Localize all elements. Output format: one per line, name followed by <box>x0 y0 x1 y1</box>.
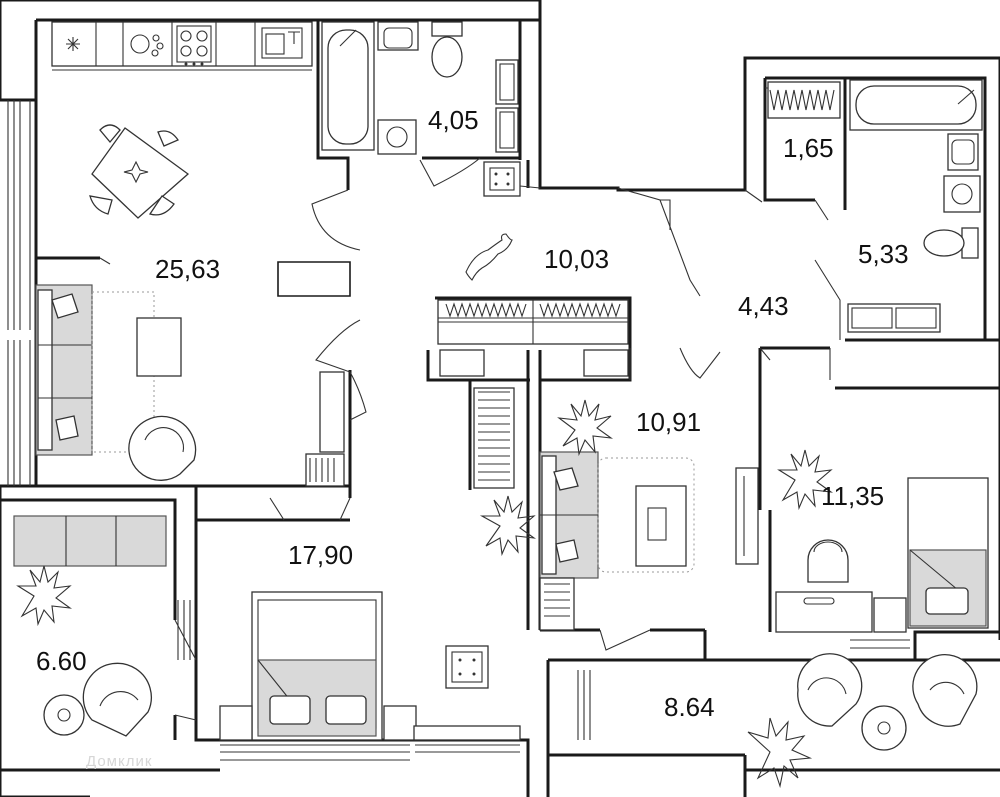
toilet-icon <box>431 21 463 78</box>
desk-middle <box>635 485 687 567</box>
bath-cabinet-right <box>847 303 941 333</box>
dresser-main <box>413 725 521 741</box>
shelf-middle <box>735 467 759 565</box>
bed-middle <box>539 451 599 579</box>
rug-middle <box>597 457 695 573</box>
ventilation-main-icon <box>445 645 489 689</box>
sofa <box>35 284 93 456</box>
wardrobe-vertical <box>473 387 515 489</box>
washing-machine-icon <box>130 34 164 57</box>
armchair <box>128 415 197 481</box>
room-area-balcony-left: 6.60 <box>36 646 87 676</box>
room-area-bath-main: 4,05 <box>428 105 479 135</box>
bathtub <box>321 21 375 151</box>
plant-middle-icon <box>557 399 614 457</box>
balcony-sofa <box>13 515 167 567</box>
windows <box>7 87 910 761</box>
room-area-bedroom-middle: 10,91 <box>636 407 701 437</box>
room-area-hall: 10,03 <box>544 244 609 274</box>
bathroom-sink <box>377 21 419 51</box>
sink-right <box>947 133 979 171</box>
plant-main-icon <box>479 495 537 557</box>
bathtub-right <box>849 79 983 131</box>
plant-balcony-left-icon <box>16 565 73 627</box>
stove-icon <box>176 25 212 66</box>
chair-right <box>807 539 849 583</box>
room-area-corridor: 4,43 <box>738 291 789 321</box>
kitchen-counter <box>51 21 313 71</box>
balcony-left-table <box>43 694 85 736</box>
area-labels: 25,63 4,05 10,03 1,65 5,33 4,43 10,91 11… <box>36 105 909 722</box>
balcony-right-chair-left <box>797 653 863 727</box>
balcony-right-chair-right <box>912 654 978 727</box>
plant-right-icon <box>777 449 834 511</box>
washer-right <box>943 175 981 213</box>
balcony-right-table <box>861 705 907 751</box>
bed-right <box>907 477 989 629</box>
plant-balcony-right-icon <box>747 717 813 789</box>
watermark: Домклик <box>86 753 152 770</box>
bed-main <box>251 591 383 741</box>
hall-bench <box>439 349 629 377</box>
room-area-bedroom-main: 17,90 <box>288 540 353 570</box>
room-area-bedroom-right: 11,35 <box>821 481 884 511</box>
dining-table <box>89 124 190 219</box>
doors <box>99 157 841 721</box>
room-area-wc-small: 1,65 <box>783 133 834 163</box>
fridge-icon <box>66 37 80 51</box>
cat-icon <box>465 233 513 281</box>
dresser-middle <box>539 577 575 631</box>
tv-cabinet <box>305 371 345 487</box>
ventilation-shaft-icon <box>483 161 521 197</box>
room-area-living: 25,63 <box>155 254 220 284</box>
room-area-balcony-right: 8.64 <box>664 692 715 722</box>
bath-shelves <box>495 59 519 153</box>
washer-icon <box>377 119 417 155</box>
toilet-right <box>923 227 979 259</box>
balcony-left-chair <box>82 662 152 737</box>
desk-right <box>775 591 907 633</box>
coffee-table <box>136 317 182 377</box>
room-area-bath-right: 5,33 <box>858 239 909 269</box>
wc-wardrobe <box>767 81 841 119</box>
nightstand-main <box>219 705 417 741</box>
wardrobe-hall <box>437 299 629 345</box>
kitchen-sink-icon <box>261 27 303 59</box>
